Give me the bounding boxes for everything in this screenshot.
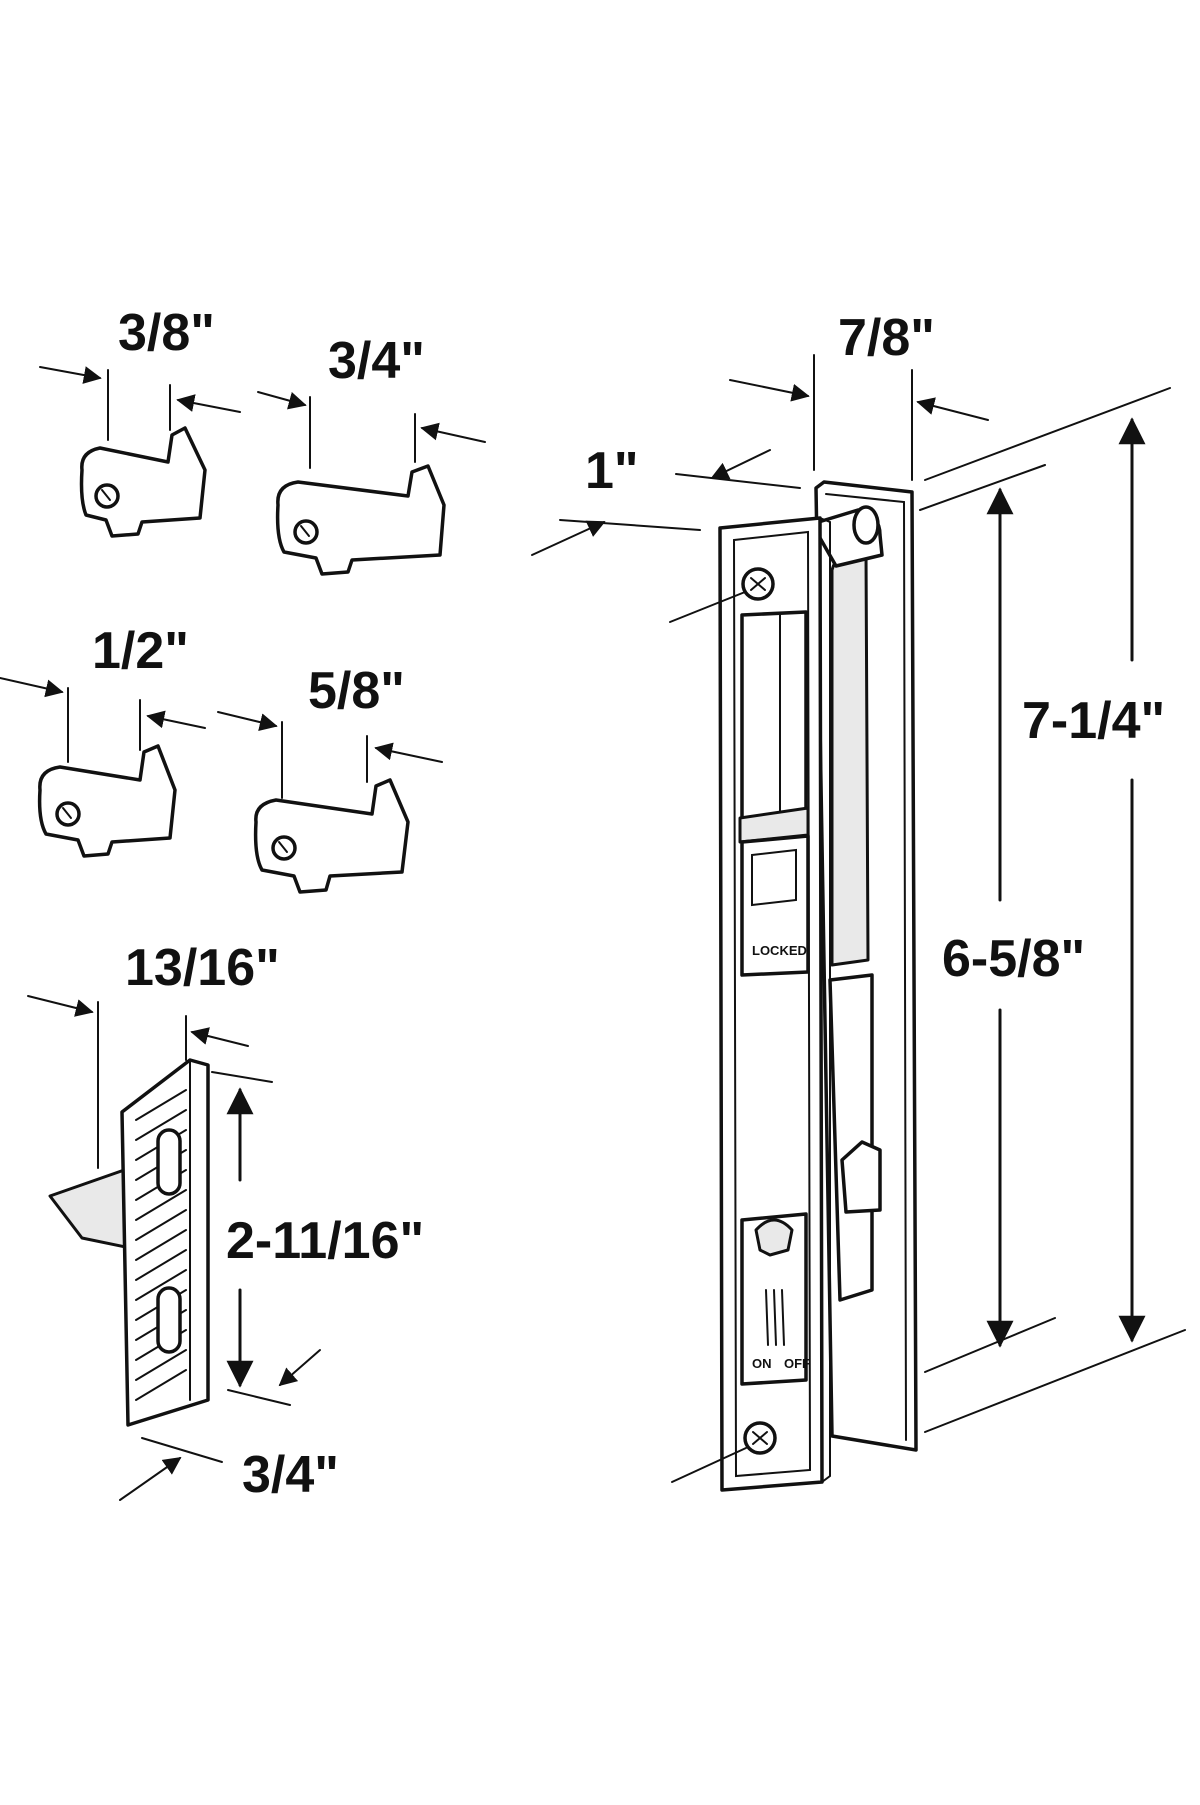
handle-depth-ext-top [675,473,801,489]
strike-height-ext-top [211,1071,273,1083]
handle-depth-arrow-top [710,449,771,480]
keeper-5-8-hole-mark [278,841,288,853]
keeper-3-8-body [79,426,207,538]
handle-width-label: 7/8" [838,309,935,367]
strike-height-ext-bottom [227,1389,291,1406]
strike-depth-arrow-bottom [119,1456,182,1501]
keeper-3-8-label: 3/8" [118,304,215,362]
handle-on-text: ON [752,1356,772,1371]
handle-hole-spacing-label: 6-5/8" [942,930,1085,988]
strike-width-label: 13/16" [125,939,280,997]
strike-height-label: 2-11/16" [226,1212,424,1270]
keeper-3-8-hole-mark [101,489,111,501]
strike-slot-bottom [156,1286,182,1354]
handle-width-arrow-right [916,397,989,421]
keeper-3-4-arrow-right [420,422,486,443]
strike-depth-ext [141,1437,223,1463]
handle-inner-grip [830,549,870,967]
keeper-1-2: 1/2" [0,622,206,858]
handle-top-knob-end [852,505,880,545]
handle-depth-ext-bottom [559,519,701,531]
keeper-1-2-label: 1/2" [92,622,189,680]
keeper-5-8-arrow-right [374,742,443,763]
handle-top-screw-leader [669,591,746,623]
strike-depth-arrow-top [278,1349,321,1387]
handle-lock-tab [751,848,797,907]
keeper-5-8: 5/8" [217,662,443,894]
keeper-3-4-hole-mark [300,525,310,537]
keeper-5-8-label: 5/8" [308,662,405,720]
handle-overall-height-label: 7-1/4" [1022,692,1165,750]
strike-slot-top [156,1128,182,1196]
keeper-1-2-hole-mark [62,807,72,819]
keeper-3-4: 3/4" [257,332,486,576]
handle-locked-text: LOCKED [752,943,807,958]
keeper-3-4-arrow-left [257,391,307,410]
handle-overall-ext-top [924,387,1171,481]
handle-finger-recess [740,610,808,824]
keeper-1-2-arrow-right [146,710,206,729]
strike-plate: 13/16" 2-11/16" 3/4" [27,939,424,1504]
handle-depth-arrow-bottom [531,520,606,556]
keeper-1-2-body [37,744,177,858]
handle-switch-knob [754,1218,794,1257]
handle-spacing-ext-top [919,464,1046,511]
handle-depth-label: 1" [585,442,639,500]
handle-inner-mechanism [828,973,874,1302]
handle-bottom-screw-leader [671,1447,747,1483]
handle-overall-ext-bottom [924,1329,1186,1433]
handle-spacing-ext-bottom [924,1317,1056,1373]
keeper-3-4-label: 3/4" [328,332,425,390]
handle-off-text: OFF [784,1356,810,1371]
handle-front-plate-inner [732,530,812,1478]
handle-top-screw-slot [750,577,766,591]
handle-assembly: 7/8" 1" LOCKED [531,309,1186,1492]
handle-bottom-screw-slot [752,1431,768,1445]
keeper-3-8-arrow-right [176,394,241,413]
handle-back-plate-inner [825,493,907,1441]
keeper-5-8-body [253,778,410,894]
strike-width-arrow-right [190,1027,249,1047]
handle-switch-track [765,1289,785,1346]
strike-depth-label: 3/4" [242,1446,339,1504]
strike-width-arrow-left [27,995,94,1017]
handle-lock-indicator-window [740,834,810,977]
keeper-3-8: 3/8" [39,304,241,538]
keeper-3-4-body [275,464,446,576]
keeper-3-8-arrow-left [39,366,102,384]
handle-front-plate-edge [819,517,831,1483]
handle-width-arrow-left [729,379,810,402]
handle-inner-hook [840,1140,882,1214]
keeper-1-2-arrow-left [0,677,64,698]
keeper-5-8-arrow-left [217,711,278,731]
